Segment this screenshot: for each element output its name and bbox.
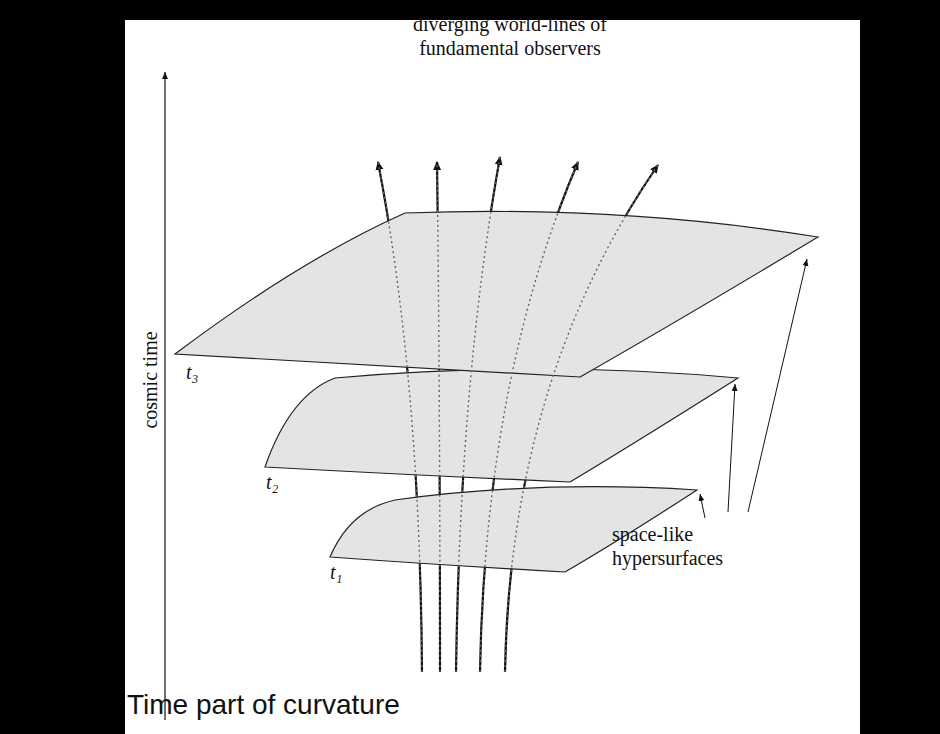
- leader-arrows: [700, 259, 807, 518]
- world-lines-caption: diverging world-lines of fundamental obs…: [375, 12, 645, 60]
- time-slice-label: t₃: [186, 360, 199, 384]
- slide-caption: Time part of curvature: [127, 688, 400, 722]
- time-slice-label: t₁: [330, 560, 343, 584]
- hypersurfaces: [175, 211, 818, 572]
- time-axis: [164, 72, 165, 720]
- hidden-world-lines: [378, 157, 658, 672]
- axis-label: cosmic time: [138, 331, 162, 428]
- hypersurface-label: space-like hypersurfaces: [612, 522, 762, 570]
- time-slice-label: t₂: [266, 470, 279, 494]
